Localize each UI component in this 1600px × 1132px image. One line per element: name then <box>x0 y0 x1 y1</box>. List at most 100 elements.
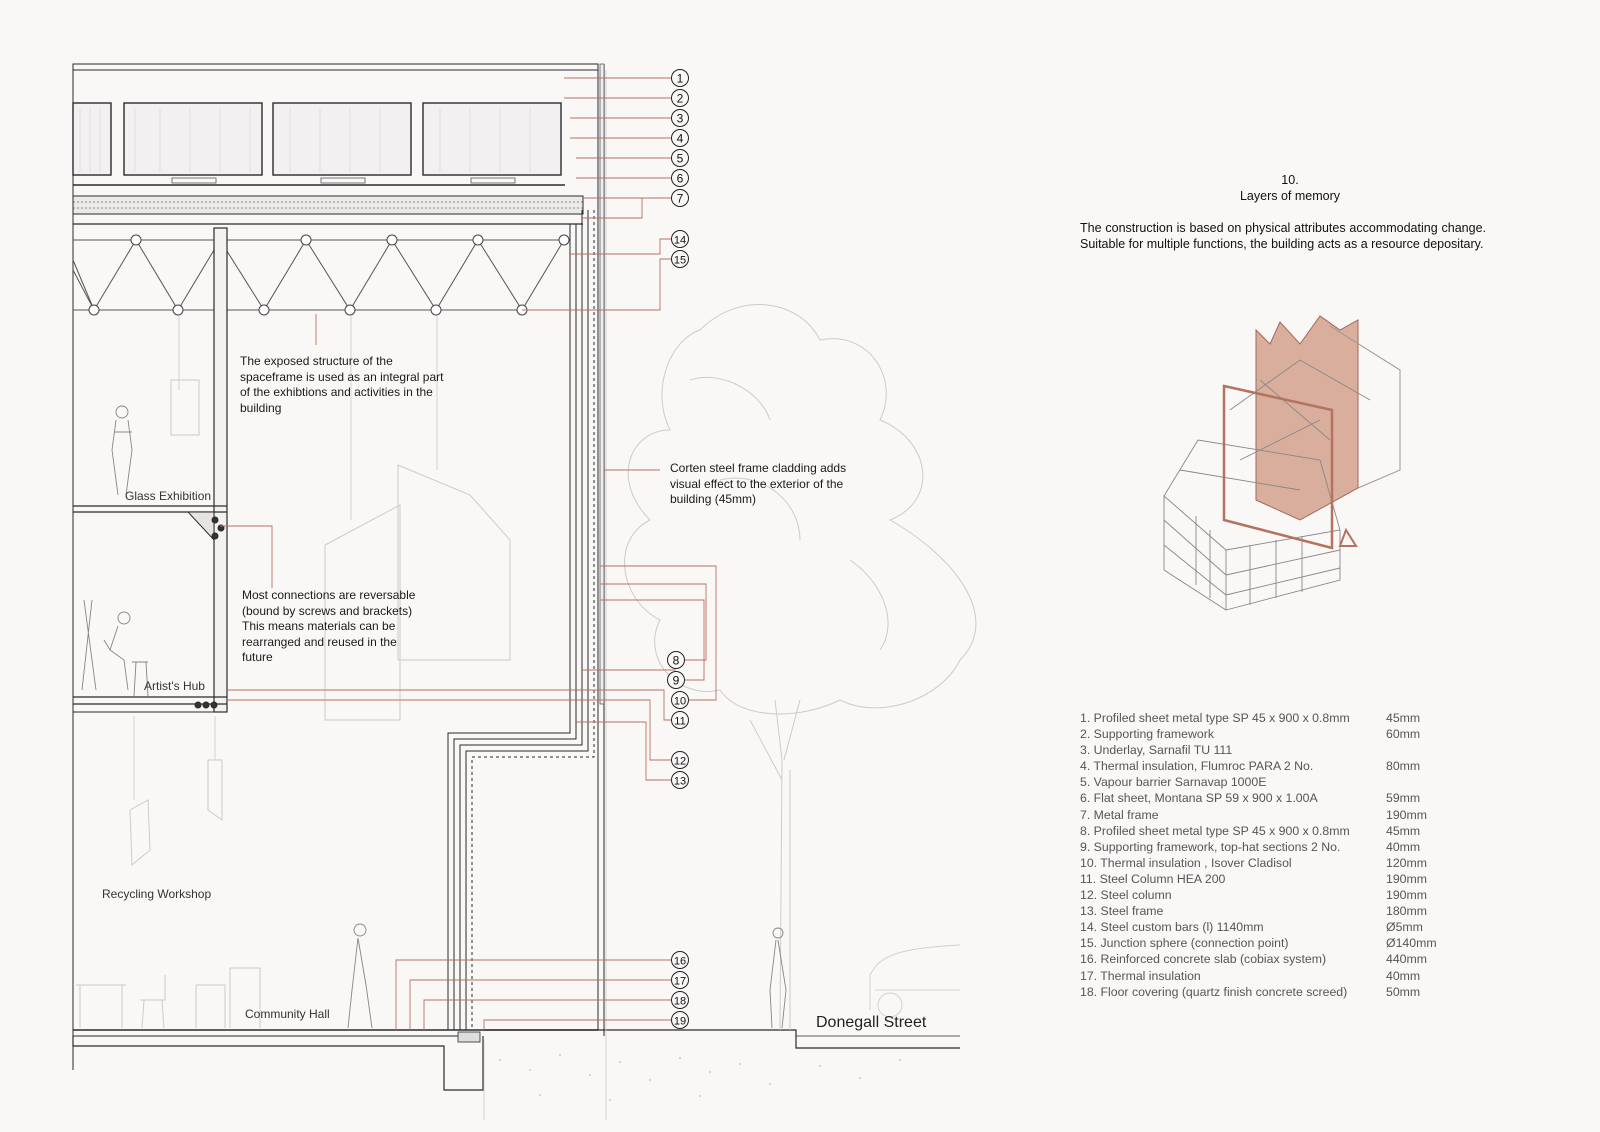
layer-description: 13. Steel frame <box>1080 904 1164 919</box>
callout-number: 9 <box>673 674 680 688</box>
layer-spec-item: 9. Supporting framework, top-hat section… <box>1080 839 1480 855</box>
callout-circle <box>671 691 689 709</box>
callout-circle <box>671 109 689 127</box>
interior-structure <box>73 227 228 713</box>
callout-circle <box>671 69 689 87</box>
callout-circle <box>671 771 689 789</box>
callout-number: 18 <box>674 996 686 1008</box>
junction-spheres <box>88 234 570 316</box>
layer-description: 4. Thermal insulation, Flumroc PARA 2 No… <box>1080 759 1314 774</box>
layer-thickness <box>1386 742 1466 758</box>
layer-description: 10. Thermal insulation , Isover Cladisol <box>1080 855 1292 870</box>
connections-annotation: Most connections are reversable (bound b… <box>242 588 416 664</box>
layer-spec-item: 18. Floor covering (quartz finish concre… <box>1080 984 1480 1000</box>
facade-wall <box>447 210 595 1030</box>
callout-number: 1 <box>677 72 684 86</box>
callout-circle <box>671 971 689 989</box>
layer-thickness: 120mm <box>1386 855 1428 870</box>
layer-spec-item: 3. Underlay, Sarnafil TU 111 <box>1080 742 1480 758</box>
layer-description: 2. Supporting framework <box>1080 727 1214 742</box>
layer-thickness: 440mm <box>1386 952 1428 967</box>
room-label-recycling-workshop: Recycling Workshop <box>102 887 212 901</box>
layer-thickness: 60mm <box>1386 727 1421 742</box>
callout-circle <box>671 951 689 969</box>
layer-spec-item: 16. Reinforced concrete slab (cobiax sys… <box>1080 951 1480 967</box>
furniture-outlines <box>76 379 511 1029</box>
panel-number: 10. <box>1281 173 1299 187</box>
callout-number: 2 <box>677 92 684 106</box>
callout-circle <box>671 751 689 769</box>
callout-circle <box>671 189 689 207</box>
callout-number: 7 <box>677 192 684 206</box>
layer-thickness: 180mm <box>1386 904 1428 919</box>
layer-spec-item: 4. Thermal insulation, Flumroc PARA 2 No… <box>1080 758 1480 774</box>
layer-thickness: 40mm <box>1386 968 1421 983</box>
callout-number: 5 <box>677 152 684 166</box>
callout-number: 11 <box>674 716 685 728</box>
room-label-community-hall: Community Hall <box>245 1007 330 1021</box>
layer-spec-item: 11. Steel Column HEA 200 190mm <box>1080 871 1480 887</box>
layer-description: 9. Supporting framework, top-hat section… <box>1080 839 1341 854</box>
callout-number: 8 <box>673 654 680 668</box>
room-label-glass-exhibition: Glass Exhibition <box>125 489 212 503</box>
layer-thickness: 40mm <box>1386 839 1421 854</box>
layer-description: 15. Junction sphere (connection point) <box>1080 936 1289 951</box>
layer-thickness: 50mm <box>1386 984 1421 999</box>
callout-number: 13 <box>674 776 686 788</box>
callout-circle <box>671 1011 689 1029</box>
spaceframe-annotation: The exposed structure of the spaceframe … <box>240 354 444 415</box>
layer-spec-item: 1. Profiled sheet metal type SP 45 x 900… <box>1080 710 1480 726</box>
callout-circle <box>671 230 689 248</box>
layer-description: 1. Profiled sheet metal type SP 45 x 900… <box>1080 711 1350 725</box>
building-outline <box>72 63 605 1070</box>
layer-spec-item: 8. Profiled sheet metal type SP 45 x 900… <box>1080 823 1480 839</box>
layer-description: 8. Profiled sheet metal type SP 45 x 900… <box>1080 823 1350 838</box>
panel-title: Layers of memory <box>1239 189 1341 203</box>
callout-number: 4 <box>677 132 684 146</box>
layer-thickness: 45mm <box>1386 711 1421 725</box>
layer-description: 6. Flat sheet, Montana SP 59 x 900 x 1.0… <box>1080 791 1318 806</box>
callout-number: 16 <box>674 956 686 968</box>
layer-spec-item: 15. Junction sphere (connection point)Ø1… <box>1080 935 1480 951</box>
annotation-leaders <box>220 77 717 1030</box>
spaceframe-truss <box>72 239 570 312</box>
layer-thickness: 45mm <box>1386 823 1421 838</box>
ground-slab <box>72 1029 960 1091</box>
street-label: Donegall Street <box>816 1014 927 1031</box>
layer-description: 5. Vapour barrier Sarnavap 1000E <box>1080 775 1267 790</box>
layer-spec-item: 10. Thermal insulation , Isover Cladisol… <box>1080 855 1480 871</box>
callout-number: 12 <box>674 756 686 768</box>
callout-circle <box>671 991 689 1009</box>
hanging-lines <box>133 70 607 1120</box>
callout-circle <box>671 129 689 147</box>
layer-thickness: 80mm <box>1386 759 1421 774</box>
callout-circle <box>671 89 689 107</box>
layer-description: 18. Floor covering (quartz finish concre… <box>1080 984 1348 999</box>
layer-spec-item: 17. Thermal insulation 40mm <box>1080 968 1480 984</box>
callout-circle <box>671 250 689 268</box>
layer-spec-item: 5. Vapour barrier Sarnavap 1000E <box>1080 774 1480 790</box>
layer-thickness: 190mm <box>1386 871 1428 886</box>
car-outline <box>869 944 961 1018</box>
layer-spec-item: 6. Flat sheet, Montana SP 59 x 900 x 1.0… <box>1080 790 1480 806</box>
layer-description: 7. Metal frame <box>1080 807 1159 822</box>
callout-number: 6 <box>677 172 684 186</box>
layer-spec-list: 1. Profiled sheet metal type SP 45 x 900… <box>1080 710 1480 1000</box>
corten-annotation: Corten steel frame cladding adds visual … <box>670 461 847 506</box>
layer-spec-item: 2. Supporting framework 60mm <box>1080 726 1480 742</box>
callout-number: 19 <box>674 1016 686 1028</box>
gravel-hatch <box>499 1054 901 1101</box>
layer-description: 3. Underlay, Sarnafil TU 111 <box>1080 743 1233 758</box>
axonometric-diagram <box>1163 315 1401 611</box>
layer-description: 11. Steel Column HEA 200 <box>1080 871 1226 886</box>
layer-description: 16. Reinforced concrete slab (cobiax sys… <box>1080 952 1327 967</box>
callout-number: 14 <box>674 235 686 247</box>
people-outlines <box>81 405 787 1029</box>
layer-description: 17. Thermal insulation <box>1080 968 1201 983</box>
callout-circle <box>667 651 685 669</box>
layer-description: 14. Steel custom bars (l) 1140mm <box>1080 920 1264 935</box>
